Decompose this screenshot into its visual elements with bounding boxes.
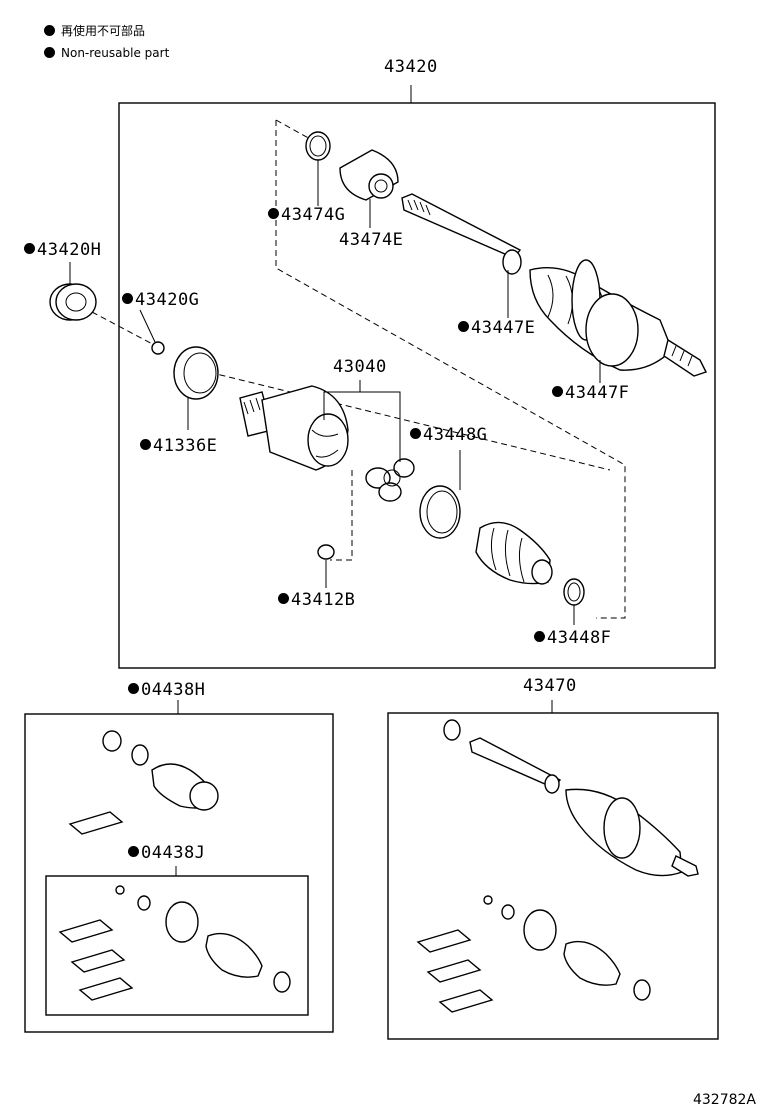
non-reusable-dot-icon [552,386,563,397]
oil-seal-part [49,283,97,321]
label-43412B: 43412B [278,590,355,610]
legend-non-reusable-en: Non-reusable part [44,44,169,62]
label-43040: 43040 [333,357,387,377]
kit-box-04438J [45,875,309,1016]
label-43420H: 43420H [24,240,101,260]
snap-ring-part [151,341,165,355]
non-reusable-dot-icon [410,428,421,439]
non-reusable-dot-icon [128,846,139,857]
non-reusable-dot-icon [24,243,35,254]
kit-box-04438H [24,713,334,1033]
non-reusable-dot-icon [122,293,133,304]
label-43448G: 43448G [410,425,487,445]
dust-deflector-part [173,346,219,400]
label-43474G: 43474G [268,205,345,225]
non-reusable-dot-icon [278,593,289,604]
non-reusable-dot-icon [268,208,279,219]
assembly-43470-contents [416,719,699,1013]
label-43420: 43420 [384,57,438,77]
non-reusable-dot-icon [128,683,139,694]
legend-non-reusable-jp: 再使用不可部品 [44,22,145,40]
label-43448F: 43448F [534,628,611,648]
boot-clamp-small-part [563,578,585,606]
label-04438J: 04438J [128,843,205,863]
label-04438H: 04438H [128,680,205,700]
snap-ring-small-part [317,544,335,560]
outboard-shaft-part [401,193,707,377]
dynamic-damper-part [339,149,399,201]
assembly-box-43470 [387,712,719,1040]
label-43447F: 43447F [552,383,629,403]
assembly-box-43420 [118,102,716,669]
non-reusable-dot-icon [44,25,55,36]
label-43420G: 43420G [122,290,199,310]
non-reusable-dot-icon [458,321,469,332]
label-43447E: 43447E [458,318,535,338]
label-41336E: 41336E [140,436,217,456]
label-43470: 43470 [523,676,577,696]
inboard-boot-part [475,521,553,585]
label-43474E: 43474E [339,230,404,250]
boot-clamp-upper-part [305,131,331,161]
non-reusable-dot-icon [534,631,545,642]
boot-clamp-large-part [419,485,461,539]
kit-04438H-contents [58,730,291,1001]
figure-code: 432782A [692,1092,756,1108]
tripod-joint-part [365,458,415,502]
non-reusable-dot-icon [44,47,55,58]
inboard-joint-housing-part [239,385,349,471]
non-reusable-dot-icon [140,439,151,450]
